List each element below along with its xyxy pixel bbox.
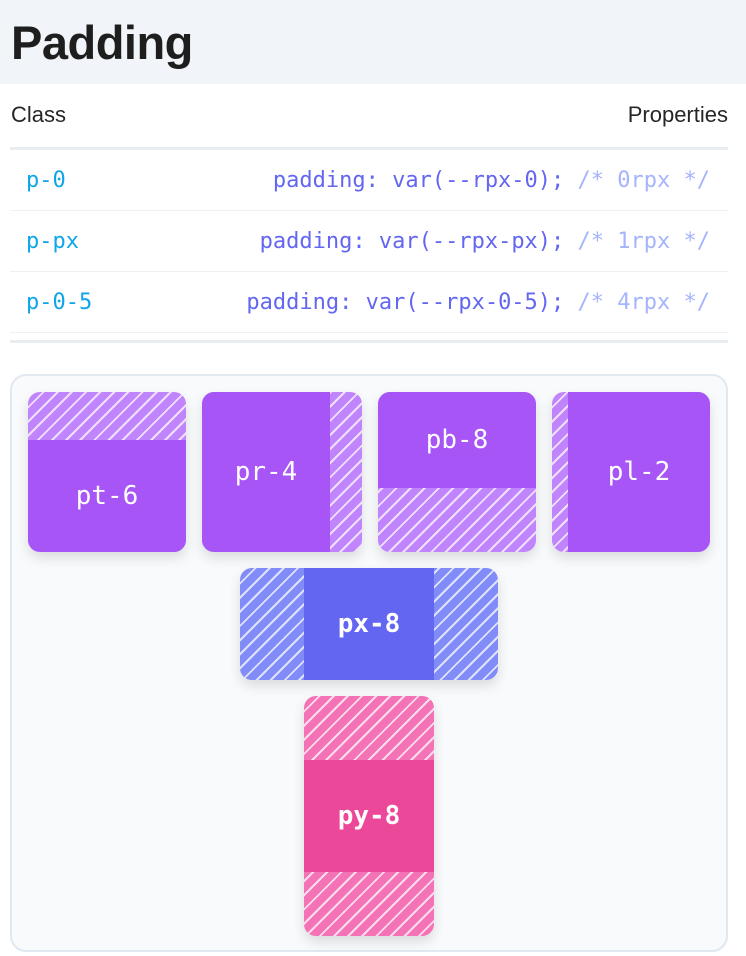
demo-label-pr: pr-4 [234,457,298,487]
demo-content-pr: pr-4 [202,392,330,552]
row-class: p-px [26,228,79,254]
row-properties: padding: var(--rpx-0); /* 0rpx */ [273,168,710,193]
row-property: padding: var(--rpx-0); [272,167,565,193]
page-header: Padding [0,0,746,84]
demo-label-pl: pl-2 [607,457,671,487]
row-comment: /* 0rpx */ [577,167,710,193]
column-header-properties: Properties [627,102,728,127]
demo-content-pt: pt-6 [28,440,186,552]
padding-demo-panel: pt-6 pr-4 pb-8 pl-2 px-8 py-8 [10,374,728,952]
demo-content-px: px-8 [304,568,434,680]
demo-label-px: px-8 [337,609,401,639]
page-title: Padding [11,15,193,69]
column-header-class: Class [11,102,67,127]
table-row: p-px padding: var(--rpx-px); /* 1rpx */ [10,211,728,272]
demo-label-pt: pt-6 [75,481,139,511]
demo-box-px: px-8 [240,568,498,680]
table-row: p-0-5 padding: var(--rpx-0-5); /* 4rpx *… [10,272,728,333]
demo-content-pb: pb-8 [378,392,536,488]
row-comment: /* 1rpx */ [577,228,710,254]
demo-label-pb: pb-8 [425,425,489,455]
demo-box-pr: pr-4 [202,392,362,552]
class-table: p-0 padding: var(--rpx-0); /* 0rpx */ p-… [10,147,728,333]
row-property: padding: var(--rpx-0-5); [246,289,565,315]
row-class: p-0 [26,167,66,193]
table-divider [10,340,728,343]
row-comment: /* 4rpx */ [577,289,710,315]
row-class: p-0-5 [26,289,93,315]
row-property: padding: var(--rpx-px); [259,228,565,254]
demo-label-py: py-8 [337,801,401,831]
demo-box-pl: pl-2 [552,392,710,552]
demo-box-pt: pt-6 [28,392,186,552]
demo-box-py: py-8 [304,696,434,936]
demo-content-pl: pl-2 [568,392,710,552]
demo-box-pb: pb-8 [378,392,536,552]
row-properties: padding: var(--rpx-0-5); /* 4rpx */ [246,290,710,315]
table-header: Class Properties [0,84,746,146]
table-row: p-0 padding: var(--rpx-0); /* 0rpx */ [10,150,728,211]
demo-content-py: py-8 [304,760,434,872]
row-properties: padding: var(--rpx-px); /* 1rpx */ [260,229,710,254]
